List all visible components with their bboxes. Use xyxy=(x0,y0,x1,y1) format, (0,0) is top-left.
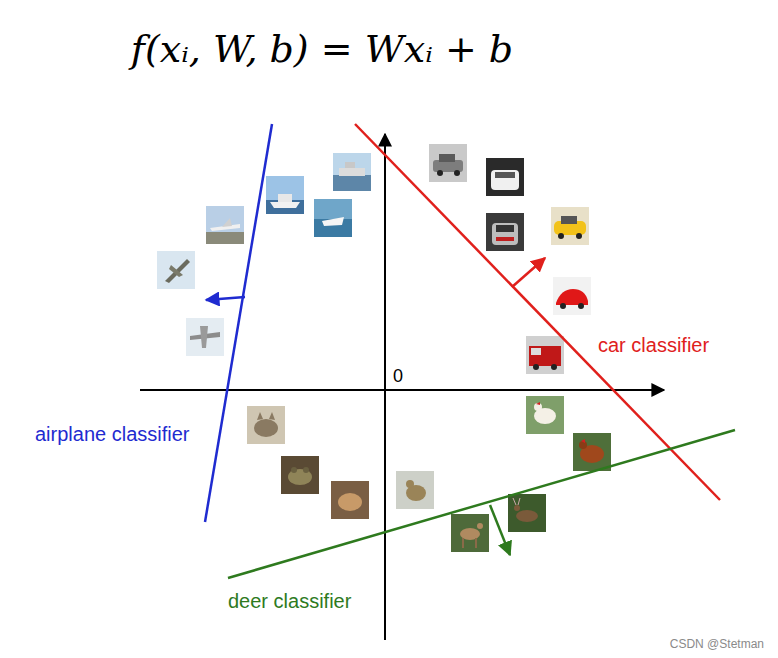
bird-thumb xyxy=(573,433,611,471)
car-thumb xyxy=(486,213,524,251)
animal-thumb xyxy=(331,481,369,519)
frog-thumb xyxy=(281,456,319,494)
classifier-label: airplane classifier xyxy=(33,423,192,446)
car-thumb xyxy=(553,277,591,315)
formula-title: f(xᵢ, W, b) = Wxᵢ + b xyxy=(131,28,513,72)
car-thumb xyxy=(429,144,467,182)
deer-thumb xyxy=(508,494,546,532)
airplane-thumb xyxy=(157,251,195,289)
y-axis xyxy=(384,134,386,640)
axis-origin: 0 xyxy=(391,366,405,387)
boat-thumb xyxy=(266,176,304,214)
boat-thumb xyxy=(333,153,371,191)
car-thumb xyxy=(486,158,524,196)
airplane-boundary xyxy=(205,124,272,522)
boat-thumb xyxy=(314,199,352,237)
truck-thumb xyxy=(526,336,564,374)
deer-thumb xyxy=(451,514,489,552)
car-boundary xyxy=(355,124,720,500)
deer-boundary xyxy=(228,430,735,578)
cat-thumb xyxy=(247,406,285,444)
normal-arrow xyxy=(206,297,245,300)
car-thumb xyxy=(551,207,589,245)
classifier-label: car classifier xyxy=(596,334,711,357)
bird-thumb xyxy=(396,471,434,509)
airplane-thumb xyxy=(186,318,224,356)
classifier-label: deer classifier xyxy=(226,590,353,613)
normal-arrow xyxy=(490,505,510,555)
airplane-thumb xyxy=(206,206,244,244)
x-axis xyxy=(140,389,664,391)
watermark: CSDN @Stetman xyxy=(668,638,766,652)
normal-arrow xyxy=(512,258,545,287)
bird-thumb xyxy=(526,396,564,434)
